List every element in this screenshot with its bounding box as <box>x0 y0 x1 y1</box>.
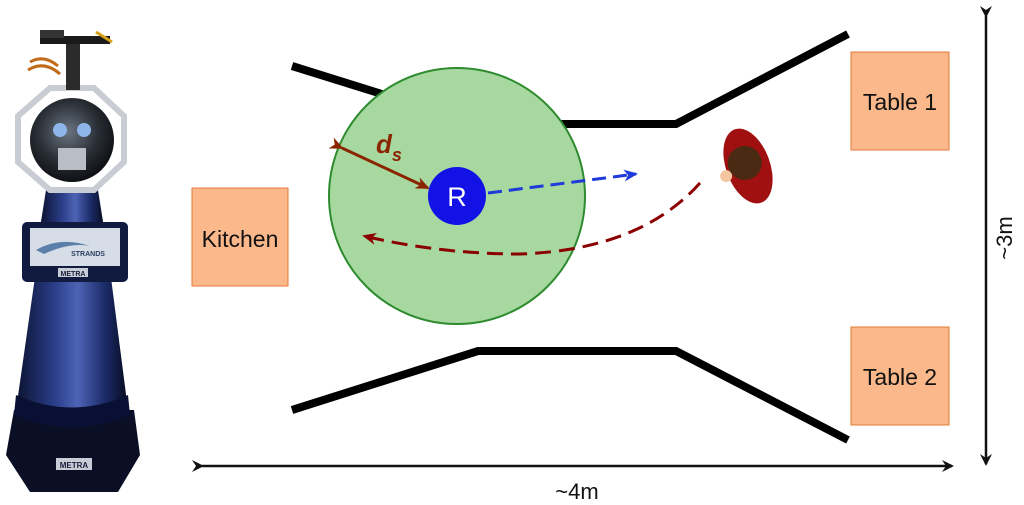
kitchen-area: Kitchen <box>191 187 289 287</box>
robot-screen-brand: STRANDS <box>71 251 105 258</box>
ds-label-main: d <box>376 129 393 159</box>
robot-logo-text: METRA <box>61 271 86 278</box>
person-icon <box>720 128 773 204</box>
ds-double-arrow <box>328 137 430 190</box>
table-2-label: Table 2 <box>863 364 937 390</box>
table-1-label: Table 1 <box>863 89 937 115</box>
table-2-area: Table 2 <box>850 326 950 426</box>
base-logo-plate <box>56 458 92 470</box>
ds-label: ds <box>376 129 402 165</box>
ds-label-sub: s <box>392 145 402 165</box>
kitchen-label: Kitchen <box>202 226 279 252</box>
robot-path-arrow <box>487 169 638 195</box>
width-label: ~4m <box>555 479 598 504</box>
robot-logo-plate <box>58 268 88 277</box>
lower-wall <box>290 347 850 444</box>
base-logo-text: METRA <box>60 461 89 470</box>
table-1-area: Table 1 <box>850 51 950 151</box>
robot-head <box>30 98 114 182</box>
person-path-arrow <box>362 181 702 256</box>
height-label: ~3m <box>992 216 1017 259</box>
robot-marker-label: R <box>447 182 467 212</box>
height-dimension: ~3m <box>980 6 1017 466</box>
robot-marker: R <box>428 167 486 225</box>
safety-distance-marker: ds <box>328 129 430 190</box>
width-dimension: ~4m <box>192 460 954 504</box>
robot-illustration: METRA STRANDS METRA <box>6 30 140 492</box>
